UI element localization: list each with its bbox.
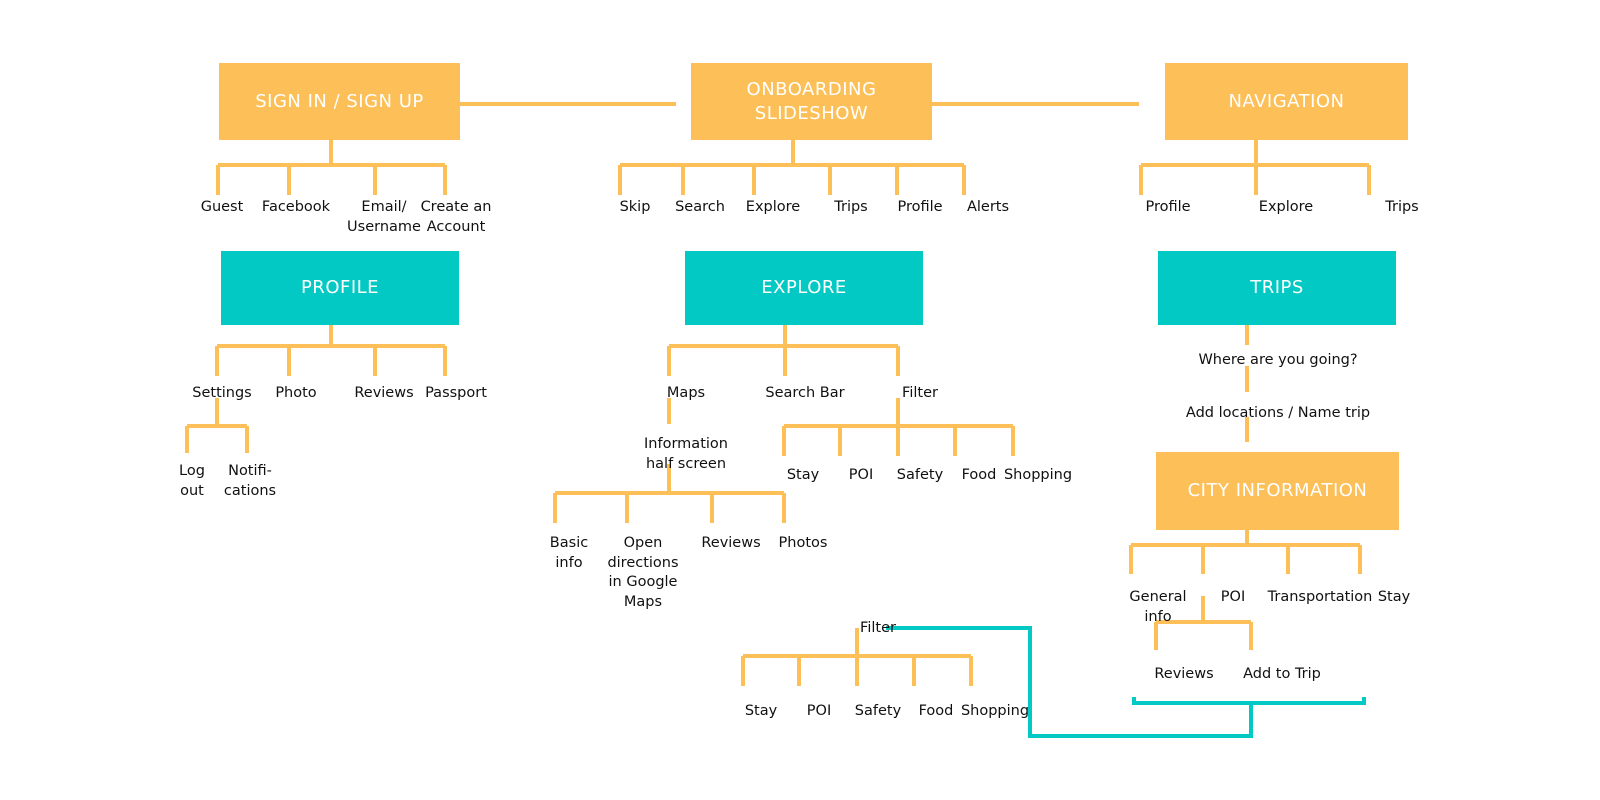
label-explore-stay: Stay: [786, 467, 820, 483]
label-trips-poi: POI: [1220, 589, 1246, 605]
label-open-directions: Open directions in Google Maps: [607, 535, 679, 610]
label-general-info: General info: [1129, 589, 1187, 625]
label-bottom-poi: POI: [806, 703, 832, 719]
signin-title: SIGN IN / SIGN UP: [255, 90, 424, 112]
label-settings: Settings: [192, 385, 252, 401]
city-information-title: CITY INFORMATION: [1187, 480, 1368, 501]
label-create-account: Create an Account: [420, 199, 492, 235]
label-basic-info: Basic info: [549, 535, 589, 571]
label-trips: Trips: [834, 199, 868, 215]
label-nav-profile: Profile: [1145, 199, 1191, 215]
label-explore-poi: POI: [848, 467, 874, 483]
label-passport: Passport: [425, 385, 487, 401]
label-guest: Guest: [200, 199, 244, 215]
label-bottom-stay: Stay: [744, 703, 778, 719]
label-photo: Photo: [275, 385, 317, 401]
label-where-are-you-going: Where are you going?: [1198, 352, 1358, 368]
label-explore-shopping: Shopping: [1003, 467, 1073, 483]
label-explore-safety: Safety: [896, 467, 944, 483]
trips-title: TRIPS: [1250, 277, 1304, 298]
label-email-username: Email/ Username: [347, 199, 421, 235]
label-alerts: Alerts: [966, 199, 1010, 215]
label-information-half-screen: Information half screen: [644, 436, 728, 472]
label-logout: Log out: [179, 463, 205, 499]
navigation-box: NAVIGATION: [1165, 63, 1408, 140]
label-transportation: Transportation: [1267, 589, 1373, 605]
label-bottom-safety: Safety: [854, 703, 902, 719]
label-maps: Maps: [666, 385, 706, 401]
label-bottom-food: Food: [918, 703, 954, 719]
label-profile-reviews: Reviews: [354, 385, 414, 401]
explore-title: EXPLORE: [761, 277, 847, 298]
label-nav-explore: Explore: [1258, 199, 1314, 215]
onboarding-title: ONBOARDING SLIDESHOW: [746, 78, 877, 124]
signin-box: SIGN IN / SIGN UP: [219, 63, 460, 140]
label-skip: Skip: [619, 199, 651, 215]
label-bottom-shopping: Shopping: [960, 703, 1030, 719]
onboarding-box: ONBOARDING SLIDESHOW: [691, 63, 932, 140]
label-add-to-trip: Add to Trip: [1243, 666, 1321, 682]
label-trips-stay: Stay: [1377, 589, 1411, 605]
navigation-title: NAVIGATION: [1228, 90, 1345, 112]
label-search-bar: Search Bar: [765, 385, 845, 401]
label-profile: Profile: [897, 199, 943, 215]
label-notifications: Notifi- cations: [223, 463, 277, 499]
label-explore-food: Food: [961, 467, 997, 483]
trips-box: TRIPS: [1158, 251, 1396, 325]
city-information-box: CITY INFORMATION: [1156, 452, 1399, 530]
label-facebook: Facebook: [261, 199, 331, 215]
profile-title: PROFILE: [300, 277, 380, 298]
explore-box: EXPLORE: [685, 251, 923, 325]
label-explore: Explore: [745, 199, 801, 215]
label-photos: Photos: [778, 535, 828, 551]
label-explore-filter: Filter: [902, 385, 938, 401]
profile-box: PROFILE: [221, 251, 459, 325]
label-search: Search: [675, 199, 725, 215]
label-trips-reviews: Reviews: [1154, 666, 1214, 682]
label-nav-trips: Trips: [1385, 199, 1419, 215]
label-bottom-filter: Filter: [860, 620, 896, 636]
label-add-locations: Add locations / Name trip: [1185, 405, 1371, 421]
label-explore-reviews: Reviews: [701, 535, 761, 551]
